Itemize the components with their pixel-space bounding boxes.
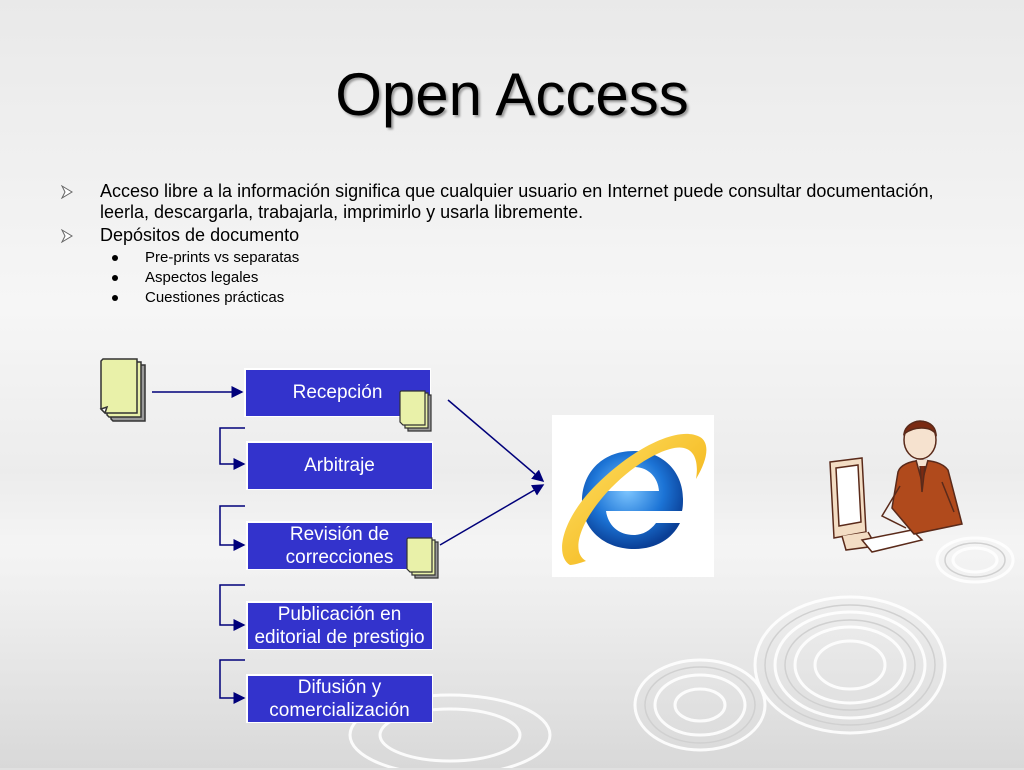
bullet-item: Depósitos de documento xyxy=(60,225,960,246)
flow-box-difusion: Difusión y comercialización xyxy=(246,674,433,723)
arrow-bullet-icon xyxy=(60,229,73,243)
browser-icon xyxy=(562,433,707,565)
sub-bullet-item: Cuestiones prácticas xyxy=(60,288,960,308)
flow-box-arbitraje: Arbitraje xyxy=(246,441,433,490)
arrow-bullet-icon xyxy=(60,185,73,199)
bullet-text: Depósitos de documento xyxy=(100,225,300,245)
sub-bullet-text: Cuestiones prácticas xyxy=(145,289,285,306)
dot-bullet-icon xyxy=(112,255,118,261)
dot-bullet-icon xyxy=(112,275,118,281)
document-stack-icon xyxy=(406,537,439,579)
flow-box-publicacion: Publicación en editorial de prestigio xyxy=(246,601,433,650)
flow-box-revision: Revisión de correcciones xyxy=(246,521,433,570)
sub-bullet-text: Aspectos legales xyxy=(145,269,259,286)
sub-bullet-text: Pre-prints vs separatas xyxy=(145,249,300,266)
internet-explorer-logo xyxy=(552,415,714,577)
sub-bullet-item: Aspectos legales xyxy=(60,268,960,288)
bullet-item: Acceso libre a la información significa … xyxy=(60,181,960,223)
person-at-computer-icon xyxy=(829,420,963,553)
document-stack-icon xyxy=(399,390,432,432)
slide-title: Open Access xyxy=(335,61,689,128)
bullet-text: Acceso libre a la información significa … xyxy=(100,181,934,222)
bullet-list: Acceso libre a la información significa … xyxy=(60,181,960,308)
dot-bullet-icon xyxy=(112,295,118,301)
sub-bullet-item: Pre-prints vs separatas xyxy=(60,248,960,268)
document-stack-icon xyxy=(99,358,146,422)
